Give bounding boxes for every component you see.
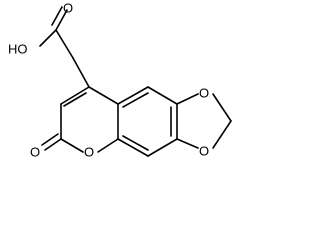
bond-ch2-o-bottom	[212, 120, 232, 149]
dioxole-oxygen-top-label: O	[199, 86, 209, 101]
bond-c5-c6	[147, 86, 178, 105]
bond-c4-c3	[60, 86, 90, 105]
molecule-drawing: HO O O O O O	[8, 1, 232, 160]
dioxole-oxygen-bottom-label: O	[199, 144, 209, 159]
structure-canvas: HO O O O O O	[8, 1, 232, 160]
bond-c8-c8a-inner	[122, 135, 149, 151]
bond-c4a-c5-inner	[122, 92, 149, 108]
bond-c8-c8a	[117, 138, 149, 157]
bond-c7-c8	[147, 138, 178, 157]
lactone-carbonyl-oxygen-label: O	[30, 145, 40, 160]
bond-o1-c8a	[97, 138, 119, 153]
bond-c2-o1	[60, 138, 84, 153]
bond-o-top-ch2	[212, 93, 232, 122]
ring-oxygen-label: O	[84, 145, 94, 160]
bond-ch2-c4	[72, 57, 90, 88]
acid-carbonyl-oxygen-label: O	[63, 1, 73, 16]
bond-c4-c3-inner	[63, 92, 87, 107]
bond-c2-o-double-a	[44, 138, 62, 151]
bond-c4-c4a	[88, 86, 119, 105]
bond-c2-o-double-b	[41, 133, 59, 146]
bond-c4a-c5	[117, 86, 149, 105]
hydroxyl-label: HO	[8, 42, 28, 57]
bond-ch2-cooh	[55, 29, 74, 59]
bond-o-bottom-c7	[176, 138, 199, 149]
bond-c-o-double-b	[51, 6, 63, 26]
bond-c-oh	[39, 29, 57, 47]
bond-c-o-double-a	[55, 9, 68, 31]
bond-c6-o-top	[176, 93, 199, 105]
